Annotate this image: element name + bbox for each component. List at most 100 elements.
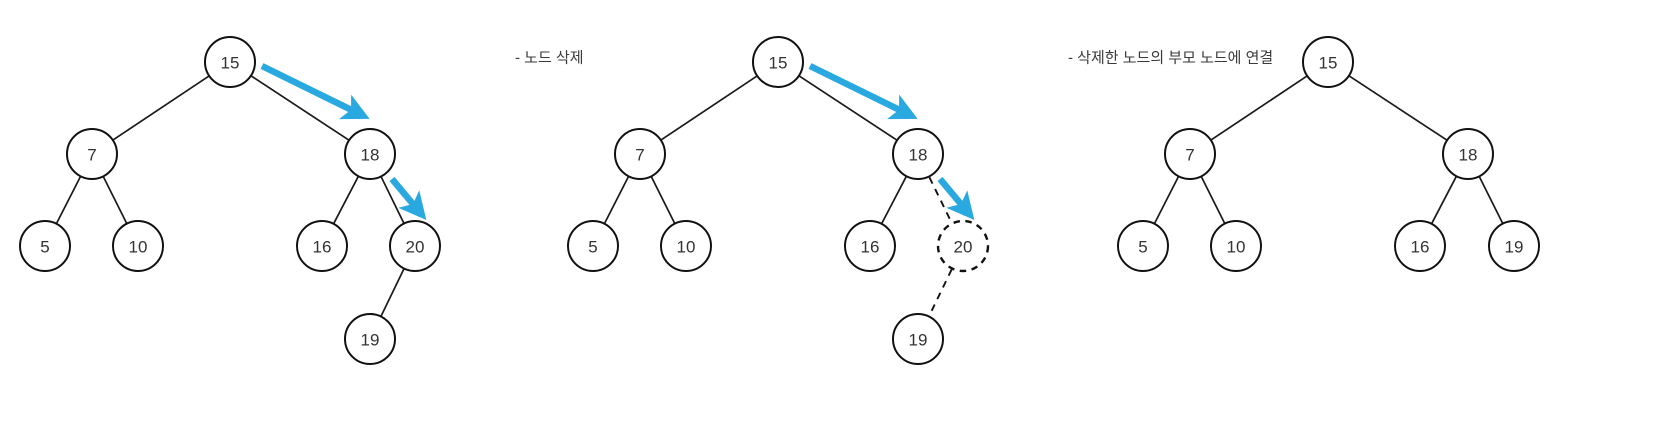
panel-caption: - 삭제한 노드의 부모 노드에 연결 — [1068, 50, 1273, 67]
tree-node-18[interactable]: 18 — [344, 128, 396, 180]
node-value-label: 10 — [677, 238, 696, 257]
panels-root: 15 7 18 5 10 16 20 19 15 7 18 5 10 16 20 19 - 노드 삭제 15 7 18… — [19, 36, 1540, 365]
tree-panel-3: 15 7 18 5 10 16 19 - 삭제한 노드의 부모 노드에 연결 — [1068, 36, 1540, 272]
node-value-label: 5 — [1138, 238, 1147, 257]
tree-node-7[interactable]: 7 — [1164, 128, 1216, 180]
nodes-group: 15 7 18 5 10 16 20 19 — [567, 36, 990, 365]
tree-node-10[interactable]: 10 — [660, 220, 712, 272]
node-value-label: 10 — [129, 238, 148, 257]
tree-edge-p15-p7 — [1210, 75, 1308, 141]
node-value-label: 16 — [1411, 238, 1430, 257]
tree-edge-n7-n10 — [102, 176, 128, 224]
nodes-group: 15 7 18 5 10 16 20 19 — [19, 36, 441, 365]
tree-edge-m7-m10 — [650, 176, 676, 224]
tree-node-16[interactable]: 16 — [844, 220, 896, 272]
node-circle — [66, 128, 118, 180]
node-circle — [389, 220, 441, 272]
node-circle — [614, 128, 666, 180]
tree-node-10[interactable]: 10 — [1210, 220, 1262, 272]
node-circle — [344, 128, 396, 180]
nodes-group: 15 7 18 5 10 16 19 — [1117, 36, 1540, 272]
node-value-label: 10 — [1227, 238, 1246, 257]
node-value-label: 7 — [1185, 146, 1194, 165]
arrows-group — [260, 63, 427, 221]
tree-panel-1: 15 7 18 5 10 16 20 19 — [19, 36, 441, 365]
node-value-label: 16 — [313, 238, 332, 257]
tree-panel-2: 15 7 18 5 10 16 20 19 - 노드 삭제 — [515, 36, 990, 365]
tree-node-18[interactable]: 18 — [1442, 128, 1494, 180]
node-circle — [1164, 128, 1216, 180]
node-circle — [892, 313, 944, 365]
node-value-label: 19 — [909, 331, 928, 350]
node-value-label: 15 — [769, 54, 788, 73]
tree-node-7[interactable]: 7 — [66, 128, 118, 180]
tree-edge-m15-m7 — [660, 75, 758, 141]
node-circle — [112, 220, 164, 272]
node-value-label: 5 — [40, 238, 49, 257]
node-value-label: 19 — [1505, 238, 1524, 257]
node-value-label: 19 — [361, 331, 380, 350]
arrows-group — [808, 63, 975, 221]
node-circle — [752, 36, 804, 88]
node-value-label: 18 — [1459, 146, 1478, 165]
tree-edge-m15-m18 — [798, 75, 898, 141]
tree-edge-n18-n16 — [333, 176, 359, 224]
node-value-label: 16 — [861, 238, 880, 257]
node-value-label: 15 — [221, 54, 240, 73]
node-circle — [1442, 128, 1494, 180]
panel-caption: - 노드 삭제 — [515, 50, 584, 67]
node-circle — [660, 220, 712, 272]
tree-node-5[interactable]: 5 — [19, 220, 71, 272]
node-value-label: 5 — [588, 238, 597, 257]
node-value-label: 20 — [954, 238, 973, 257]
node-circle — [892, 128, 944, 180]
tree-edge-n15-n7 — [112, 75, 210, 141]
node-circle — [1488, 220, 1540, 272]
pointer-arrow-icon — [808, 63, 918, 120]
tree-edge-m7-m5 — [603, 176, 630, 224]
tree-node-19[interactable]: 19 — [344, 313, 396, 365]
tree-edge-p15-p18 — [1348, 75, 1448, 141]
tree-edge-n20-n19 — [380, 268, 405, 317]
tree-node-15[interactable]: 15 — [752, 36, 804, 88]
tree-node-15[interactable]: 15 — [204, 36, 256, 88]
node-circle — [1394, 220, 1446, 272]
tree-node-18[interactable]: 18 — [892, 128, 944, 180]
tree-node-15[interactable]: 15 — [1302, 36, 1354, 88]
pointer-arrow-icon — [937, 176, 975, 221]
node-value-label: 7 — [635, 146, 644, 165]
edges-group — [55, 75, 405, 317]
tree-node-19[interactable]: 19 — [892, 313, 944, 365]
tree-node-19[interactable]: 19 — [1488, 220, 1540, 272]
tree-node-20[interactable]: 20 — [936, 219, 990, 273]
node-circle — [844, 220, 896, 272]
tree-edge-n7-n5 — [55, 176, 82, 224]
edges-group — [1153, 75, 1504, 224]
tree-edge-m18-m16 — [881, 176, 907, 224]
tree-edge-p7-p10 — [1200, 176, 1226, 224]
node-circle — [296, 220, 348, 272]
node-circle — [204, 36, 256, 88]
tree-node-5[interactable]: 5 — [1117, 220, 1169, 272]
tree-node-7[interactable]: 7 — [614, 128, 666, 180]
tree-node-16[interactable]: 16 — [296, 220, 348, 272]
node-value-label: 20 — [406, 238, 425, 257]
node-circle — [1117, 220, 1169, 272]
tree-edge-m20-m19 — [928, 268, 953, 317]
node-value-label: 7 — [87, 146, 96, 165]
node-value-label: 15 — [1319, 54, 1338, 73]
tree-node-5[interactable]: 5 — [567, 220, 619, 272]
node-circle — [567, 220, 619, 272]
tree-node-16[interactable]: 16 — [1394, 220, 1446, 272]
node-circle — [1210, 220, 1262, 272]
tree-edge-p18-p19 — [1478, 176, 1504, 224]
node-circle — [344, 313, 396, 365]
tree-node-20[interactable]: 20 — [389, 220, 441, 272]
tree-node-10[interactable]: 10 — [112, 220, 164, 272]
node-circle — [19, 220, 71, 272]
node-circle — [936, 219, 990, 273]
tree-edge-p7-p5 — [1153, 176, 1180, 224]
pointer-arrow-icon — [260, 63, 370, 120]
